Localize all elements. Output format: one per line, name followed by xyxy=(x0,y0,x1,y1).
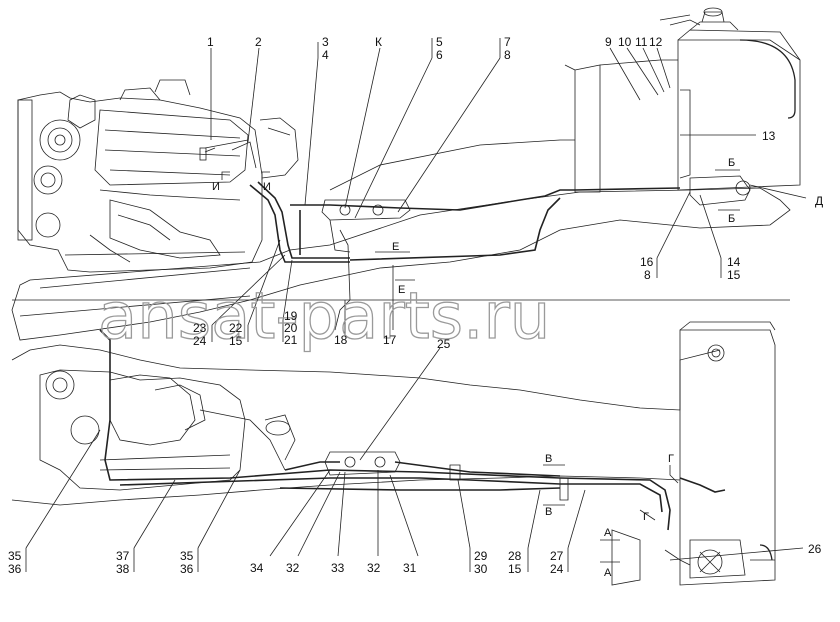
callout-15: 15 xyxy=(727,268,741,282)
section-mark-b-bottom: Б xyxy=(728,213,735,225)
callout-15c: 15 xyxy=(508,562,522,576)
callout-13: 13 xyxy=(762,129,776,143)
section-mark-g-top: Г xyxy=(668,453,674,465)
callout-33: 33 xyxy=(331,561,345,575)
section-mark-e-top: Е xyxy=(392,241,399,253)
callout-31: 31 xyxy=(403,561,417,575)
callout-35b: 35 xyxy=(180,549,194,563)
callouts-top: 1 2 3 4 К 5 6 7 8 9 10 11 12 13 Д 16 8 1… xyxy=(193,35,823,348)
callouts-bottom: 25 35 36 37 38 35 36 34 32 33 32 31 29 3… xyxy=(8,337,822,576)
callout-15b: 15 xyxy=(229,334,243,348)
callout-32a: 32 xyxy=(286,561,300,575)
section-mark-v-bottom: В xyxy=(545,506,552,518)
section-mark-i-right: И xyxy=(263,181,271,193)
callout-38: 38 xyxy=(116,562,130,576)
callout-22: 22 xyxy=(229,321,243,335)
callout-5: 5 xyxy=(436,35,443,49)
callout-3: 3 xyxy=(322,35,329,49)
callout-7: 7 xyxy=(504,35,511,49)
top-assembly-drawing xyxy=(11,7,807,342)
section-marks-bottom: В В Г Г А А xyxy=(545,453,674,579)
section-mark-b-top: Б xyxy=(728,157,735,169)
section-mark-g-bottom: Г xyxy=(643,511,649,523)
callout-25: 25 xyxy=(437,337,451,351)
callout-8b: 8 xyxy=(644,268,651,282)
fuel-tank-top xyxy=(564,7,801,206)
callout-35a: 35 xyxy=(8,549,22,563)
callout-26: 26 xyxy=(808,542,822,556)
engine-block-bottom xyxy=(39,369,296,491)
callout-34: 34 xyxy=(250,561,264,575)
section-mark-a-bottom: А xyxy=(604,567,612,579)
engine-block xyxy=(17,79,299,273)
callout-k: К xyxy=(375,35,382,49)
callout-6: 6 xyxy=(436,48,443,62)
callout-30: 30 xyxy=(474,562,488,576)
callout-20: 20 xyxy=(284,321,298,335)
callout-29: 29 xyxy=(474,549,488,563)
section-mark-e-bottom: Е xyxy=(398,284,405,296)
section-marks-top: И И Б Б Е Е xyxy=(212,157,735,296)
callout-27: 27 xyxy=(550,549,564,563)
section-mark-i-left: И xyxy=(212,181,220,193)
callout-1: 1 xyxy=(207,35,214,49)
bottom-assembly-drawing xyxy=(11,321,804,586)
callout-23: 23 xyxy=(193,321,207,335)
section-mark-a-top: А xyxy=(604,527,612,539)
callout-18: 18 xyxy=(334,333,348,347)
fuel-tank-bottom xyxy=(611,321,776,586)
callout-14: 14 xyxy=(727,255,741,269)
callout-36b: 36 xyxy=(180,562,194,576)
callout-17: 17 xyxy=(383,333,397,347)
callout-16: 16 xyxy=(640,255,654,269)
callout-11: 11 xyxy=(635,35,648,49)
callout-2: 2 xyxy=(255,35,262,49)
callout-24b: 24 xyxy=(550,562,564,576)
watermark-text: ansat-parts.ru xyxy=(98,280,550,354)
callout-28: 28 xyxy=(508,549,522,563)
callout-9: 9 xyxy=(605,35,612,49)
callout-37: 37 xyxy=(116,549,130,563)
section-mark-v-top: В xyxy=(545,453,552,465)
callout-32b: 32 xyxy=(367,561,381,575)
callout-19: 19 xyxy=(284,309,298,323)
callout-d: Д xyxy=(815,194,823,208)
callout-12: 12 xyxy=(649,35,663,49)
callout-36a: 36 xyxy=(8,562,22,576)
callout-24: 24 xyxy=(193,334,207,348)
callout-8: 8 xyxy=(504,48,511,62)
callout-10: 10 xyxy=(618,35,632,49)
callout-4: 4 xyxy=(322,48,329,62)
callout-21: 21 xyxy=(284,333,298,347)
